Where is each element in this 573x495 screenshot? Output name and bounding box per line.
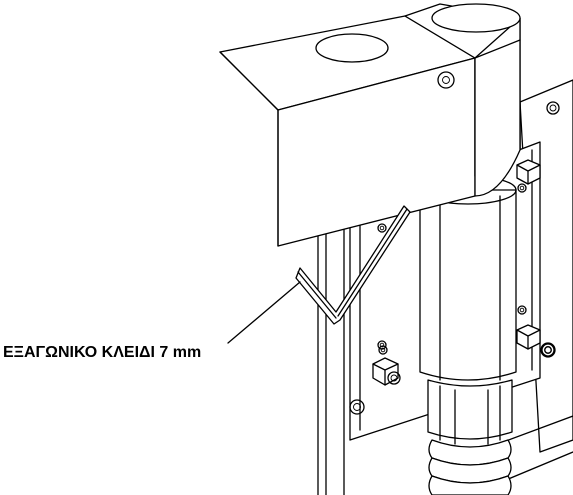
bellows — [428, 439, 512, 495]
spindle-housing — [419, 175, 517, 381]
guide-rails — [317, 225, 345, 495]
spindle-nose — [427, 379, 513, 445]
hex-nut-right — [516, 159, 541, 350]
upright-post — [404, 3, 521, 197]
callout-leader-line — [227, 281, 301, 344]
hex-key — [295, 205, 411, 325]
bracket-arm — [219, 15, 476, 247]
callout-label: ΕΞΑΓΩΝΙΚΟ ΚΛΕΙΔΙ 7 mm — [3, 344, 202, 361]
hex-nut-left — [372, 345, 401, 386]
